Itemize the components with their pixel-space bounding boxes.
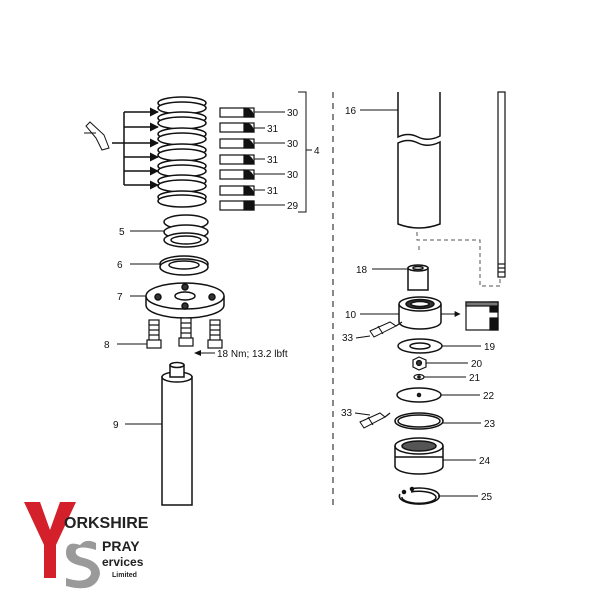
part-24-cup [394, 437, 444, 475]
callout-4: 4 [314, 146, 320, 157]
callout-18: 18 [356, 265, 368, 276]
callout-21: 21 [469, 373, 481, 384]
logo-line3: ervices [102, 555, 144, 569]
part-21-washer [413, 373, 425, 381]
callout-16: 16 [345, 106, 357, 117]
callout-5: 5 [119, 227, 125, 238]
callout-19: 19 [484, 342, 496, 353]
logo-line2: PRAY [102, 538, 140, 554]
part-9-rod [161, 361, 193, 506]
part-5-ring [163, 214, 209, 248]
callout-33a: 33 [342, 333, 354, 344]
callout-22: 22 [483, 391, 495, 402]
callout-8: 8 [104, 340, 110, 351]
part-25-circlip [398, 486, 441, 505]
callout-31c: 31 [267, 186, 279, 197]
grease-tube-icon-lower [359, 412, 391, 429]
callout-33b: 33 [341, 408, 353, 419]
seal-profile-icons [219, 107, 255, 211]
callout-10: 10 [345, 310, 357, 321]
part-20-nut [412, 356, 427, 371]
part-8-bolts [146, 317, 223, 349]
part-18-bushing [407, 264, 429, 291]
callout-20: 20 [471, 359, 483, 370]
callout-25: 25 [481, 492, 493, 503]
grease-tube-icon [84, 121, 110, 151]
bracket-4 [298, 91, 307, 213]
callout-31a: 31 [267, 124, 279, 135]
rod-right [497, 91, 506, 278]
callout-30a: 30 [287, 108, 299, 119]
callout-6: 6 [117, 260, 123, 271]
grease-tube-icon-upper [369, 321, 403, 338]
part-10-valve-body [398, 296, 442, 330]
logo-line1: ORKSHIRE [64, 515, 149, 532]
yorkshire-spray-services-logo: ORKSHIRE PRAY ervices Limited [24, 502, 149, 589]
callout-9: 9 [113, 420, 119, 431]
torque-note: 18 Nm; 13.2 lbft [217, 349, 288, 360]
packing-seal-stack [157, 96, 207, 208]
callout-31b: 31 [267, 155, 279, 166]
callout-23: 23 [484, 419, 496, 430]
part-7-flange [145, 282, 225, 319]
part-22-disc [396, 387, 442, 403]
valve-cross-section [465, 301, 499, 331]
part-19-seal-disc [397, 338, 443, 354]
guide-lines [416, 232, 501, 287]
callout-7: 7 [117, 292, 123, 303]
part-16-cylinder [397, 92, 441, 229]
callout-29: 29 [287, 201, 299, 212]
seal-leaders [254, 111, 285, 206]
part-6-washer [159, 255, 209, 276]
callout-30b: 30 [287, 139, 299, 150]
part-23-oring [394, 412, 444, 430]
callout-24: 24 [479, 456, 491, 467]
logo-line4: Limited [112, 572, 137, 579]
callout-30c: 30 [287, 170, 299, 181]
grease-arrows [112, 107, 159, 190]
